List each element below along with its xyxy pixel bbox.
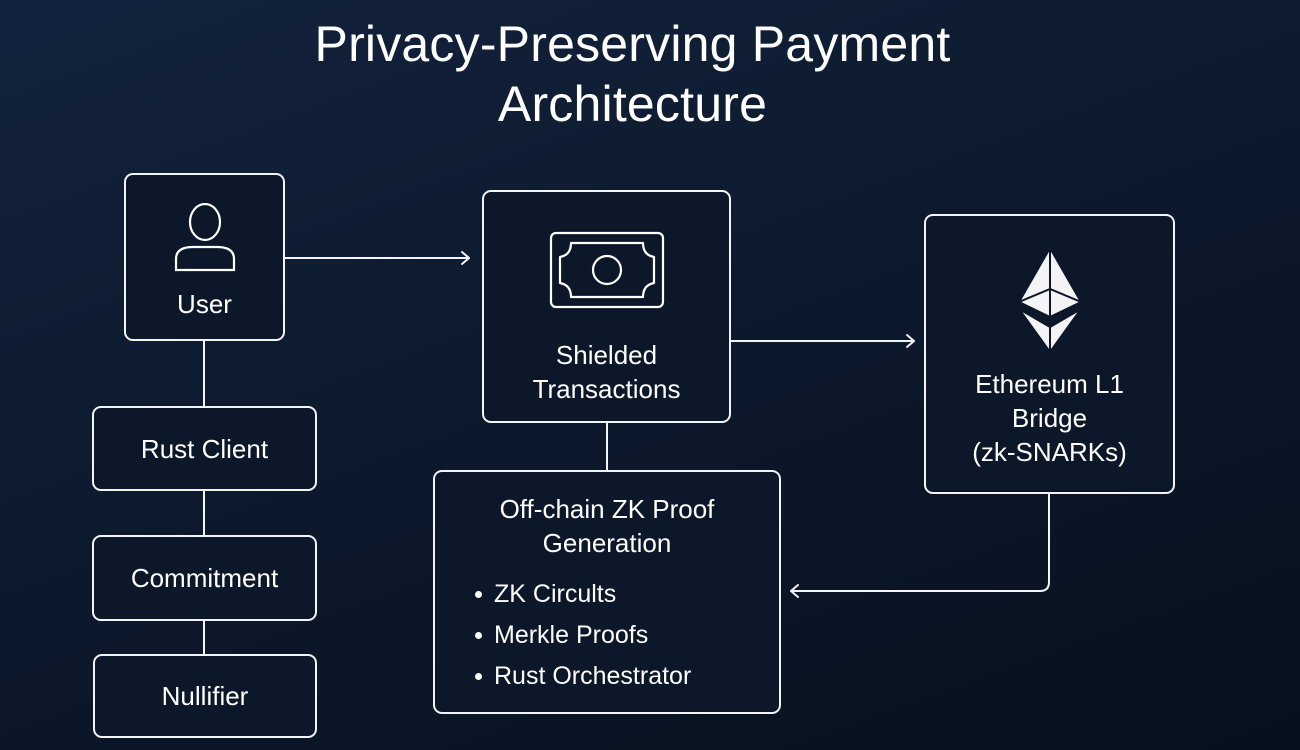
- node-ethereum-label-line-3: (zk-SNARKs): [972, 437, 1127, 467]
- arrowhead-ethereum-to-offchain: [790, 584, 799, 598]
- node-nullifier[interactable]: Nullifier: [93, 654, 317, 738]
- offchain-component-list: ZK Circults Merkle Proofs Rust Orchestra…: [435, 574, 779, 697]
- arrowhead-shielded-to-ethereum: [906, 334, 915, 348]
- node-ethereum-label-line-1: Ethereum L1: [975, 369, 1124, 399]
- node-shielded-transactions[interactable]: Shielded Transactions: [482, 190, 731, 423]
- node-rust-client-label: Rust Client: [140, 433, 269, 464]
- node-commitment[interactable]: Commitment: [92, 535, 317, 621]
- list-item: ZK Circults: [475, 574, 779, 615]
- node-shielded-label: Shielded Transactions: [533, 338, 681, 406]
- bullet-icon: [475, 591, 482, 598]
- list-item-label: Merkle Proofs: [494, 621, 649, 649]
- bullet-icon: [475, 673, 482, 680]
- ethereum-icon: [1017, 247, 1082, 353]
- node-commitment-label: Commitment: [130, 563, 279, 593]
- node-nullifier-label: Nullifier: [161, 681, 249, 711]
- node-user[interactable]: User: [124, 173, 285, 341]
- node-user-label: User: [177, 289, 232, 319]
- node-ethereum-label-line-2: Bridge: [1011, 403, 1088, 433]
- title-line-2: Architecture: [497, 76, 768, 132]
- node-shielded-label-line-1: Shielded: [555, 340, 658, 370]
- node-rust-client[interactable]: Rust Client: [92, 406, 317, 491]
- title-line-1: Privacy-Preserving Payment: [314, 16, 951, 72]
- node-shielded-label-line-2: Transactions: [532, 374, 681, 404]
- diagram-title: Privacy-Preserving Payment Architecture: [0, 14, 1265, 134]
- list-item: Rust Orchestrator: [475, 656, 779, 697]
- bullet-icon: [475, 632, 482, 639]
- arrowhead-user-to-shielded: [461, 251, 470, 265]
- node-ethereum-bridge[interactable]: Ethereum L1 Bridge (zk-SNARKs): [924, 214, 1175, 494]
- node-offchain-label-line-1: Off-chain ZK Proof: [499, 494, 715, 524]
- node-offchain-zk-proof-generation[interactable]: Off-chain ZK Proof Generation ZK Circult…: [433, 470, 781, 714]
- list-item-label: Rust Orchestrator: [494, 662, 692, 690]
- node-offchain-label: Off-chain ZK Proof Generation: [435, 492, 779, 560]
- edge-ethereum-to-offchain: [790, 493, 1050, 592]
- list-item-label: ZK Circults: [494, 580, 617, 608]
- node-offchain-label-line-2: Generation: [542, 528, 672, 558]
- list-item: Merkle Proofs: [475, 615, 779, 656]
- banknote-icon: [549, 231, 664, 309]
- user-icon: [174, 203, 235, 272]
- node-ethereum-label: Ethereum L1 Bridge (zk-SNARKs): [972, 367, 1127, 469]
